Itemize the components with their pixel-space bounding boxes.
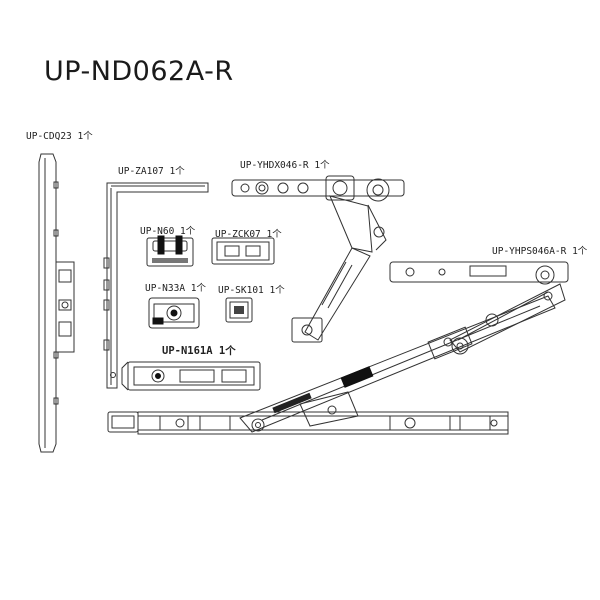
part-yhdx046 [232,176,404,342]
label-yhdx046: UP-YHDX046-R 1个 [240,160,330,171]
label-cdq23: UP-CDQ23 1个 [26,131,93,142]
part-main-stay [108,296,555,434]
part-n33a [149,298,199,328]
page-title: UP-ND062A-R [44,56,234,87]
label-n161a: UP-N161A 1个 [162,345,236,357]
label-n60: UP-N60 1个 [140,226,196,237]
label-yhps046a: UP-YHPS046A-R 1个 [492,246,588,257]
part-zck07 [212,238,274,264]
label-za107: UP-ZA107 1个 [118,166,185,177]
label-zck07: UP-ZCK07 1个 [215,229,282,240]
label-sk101: UP-SK101 1个 [218,285,285,296]
part-cdq23 [39,154,74,452]
part-yhps046a [390,262,568,354]
part-n60 [147,236,193,266]
part-sk101 [226,298,252,322]
part-n161a [122,362,260,390]
part-za107 [104,183,208,388]
label-n33a: UP-N33A 1个 [145,283,206,294]
